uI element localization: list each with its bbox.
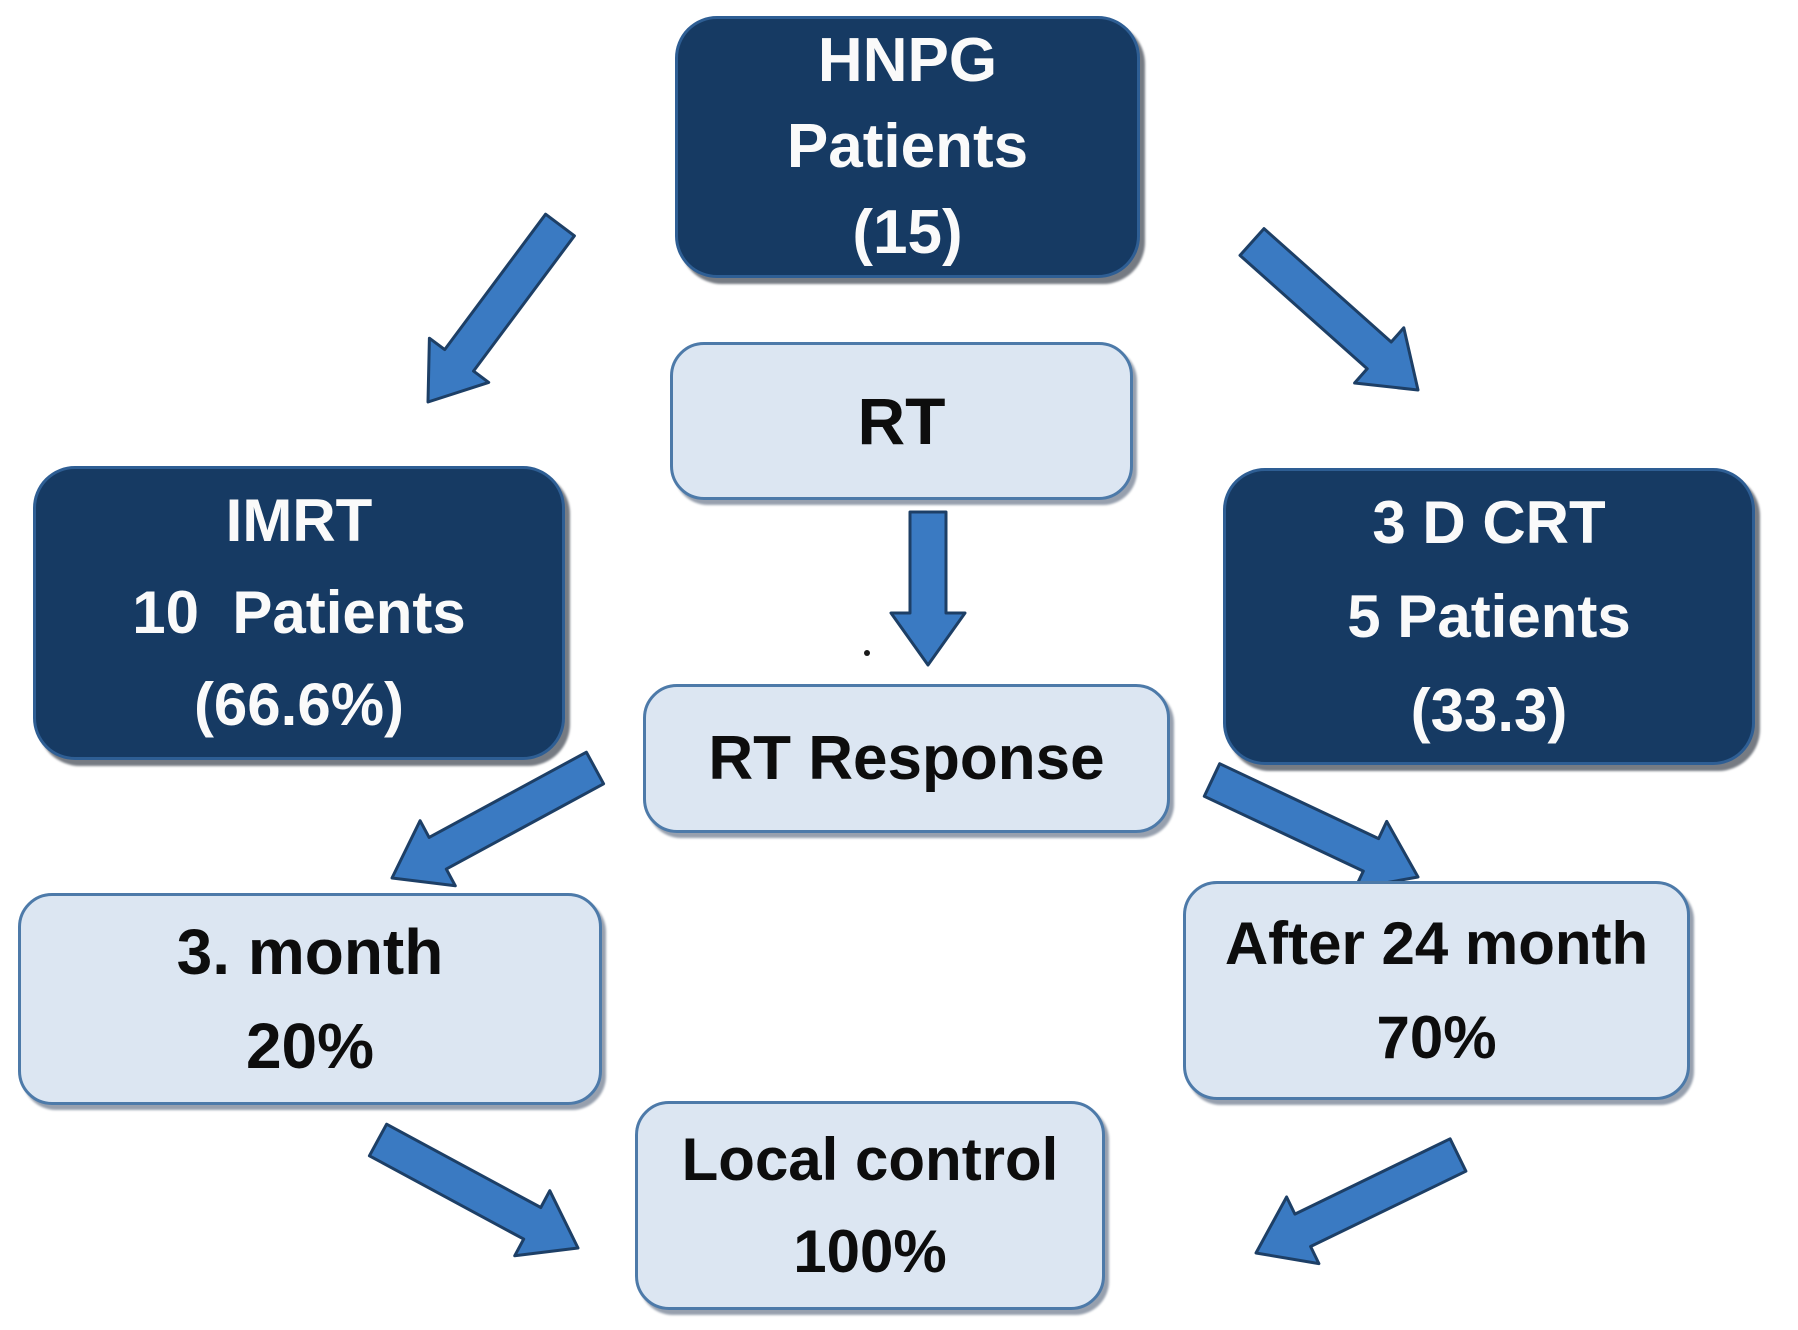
node-imrt-line-1: IMRT: [225, 487, 373, 554]
node-3d-crt-line-2: 5 Patients: [1347, 582, 1631, 650]
node-local-control-line-1: Local control: [681, 1125, 1059, 1193]
arrow-after-24-month-to-local-control: [1254, 1137, 1468, 1266]
node-rt-response-line-1: RT Response: [708, 724, 1105, 793]
arrow-rt-response-to-3-month: [390, 750, 606, 888]
node-3d-crt-line-1: 3 D CRT: [1372, 488, 1606, 556]
node-local-control-line-2: 100%: [793, 1217, 947, 1285]
stray-dot: [864, 650, 870, 656]
arrow-hnpg-to-3d-crt: [1238, 227, 1420, 392]
node-hnpg-patients: HNPG Patients (15): [675, 16, 1140, 278]
node-3d-crt-line-3: (33.3): [1410, 676, 1568, 744]
node-after-24-month-line-1: After 24 month: [1224, 909, 1649, 977]
arrow-rt-response-to-after-24-month: [1202, 762, 1420, 890]
node-local-control: Local control 100%: [635, 1101, 1105, 1310]
arrow-hnpg-to-imrt: [426, 212, 576, 404]
node-rt: RT: [670, 342, 1133, 500]
node-hnpg-line-3: (15): [852, 198, 963, 267]
node-after-24-month: After 24 month 70%: [1183, 881, 1690, 1100]
node-imrt: IMRT 10 Patients (66.6%): [33, 466, 565, 760]
node-imrt-line-2: 10 Patients: [132, 579, 466, 646]
arrow-rt-to-rt-response: [889, 510, 967, 667]
node-after-24-month-line-2: 70%: [1376, 1003, 1497, 1071]
node-rt-response: RT Response: [643, 684, 1170, 833]
node-3-month-line-2: 20%: [245, 1010, 375, 1082]
node-3-month: 3. month 20%: [18, 893, 602, 1105]
node-imrt-line-3: (66.6%): [193, 671, 405, 738]
node-hnpg-line-1: HNPG: [817, 26, 998, 95]
node-rt-line-1: RT: [857, 384, 946, 458]
node-3d-crt: 3 D CRT 5 Patients (33.3): [1223, 468, 1755, 765]
node-hnpg-line-2: Patients: [786, 112, 1029, 181]
arrow-3-month-to-local-control: [367, 1122, 580, 1258]
node-3-month-line-1: 3. month: [176, 916, 444, 988]
